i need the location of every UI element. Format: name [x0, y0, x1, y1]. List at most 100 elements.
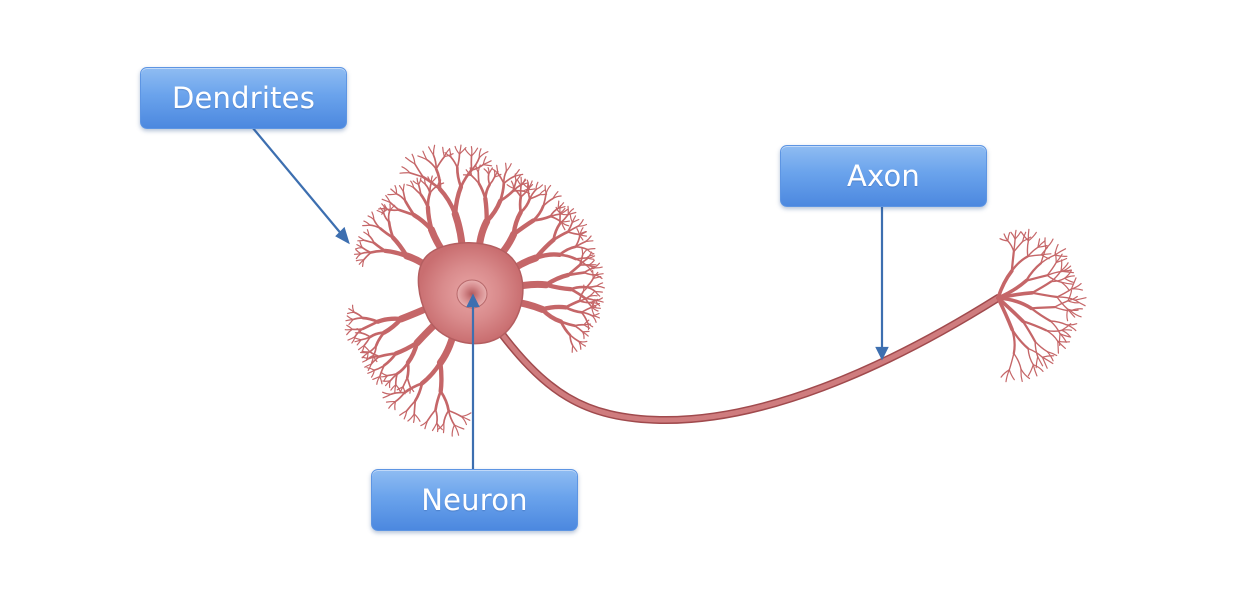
- branch-segment: [1067, 300, 1079, 304]
- branch-segment: [402, 376, 409, 388]
- branch-segment: [360, 332, 371, 338]
- branch-segment: [540, 304, 568, 312]
- branch-segment: [1007, 240, 1015, 253]
- branch-segment: [1050, 277, 1066, 283]
- branch-segment: [368, 350, 381, 358]
- branch-segment: [368, 331, 386, 339]
- branch-segment: [519, 197, 532, 214]
- branch-segment: [402, 190, 407, 203]
- branch-segment: [558, 253, 578, 261]
- branch-segment: [394, 401, 396, 411]
- branch-segment: [1013, 352, 1022, 370]
- branch-segment: [1040, 247, 1047, 264]
- branch-segment: [579, 231, 587, 237]
- branch-segment: [432, 144, 436, 156]
- branch-segment: [347, 336, 356, 341]
- branch-segment: [387, 210, 391, 223]
- branch-segment: [367, 344, 378, 354]
- branch-segment: [372, 241, 387, 253]
- branch-segment: [428, 146, 435, 156]
- branch-segment: [368, 234, 375, 244]
- branch-segment: [1061, 270, 1075, 274]
- branch-segment: [469, 167, 473, 177]
- branch-segment: [1008, 369, 1015, 381]
- branch-segment: [393, 340, 420, 356]
- branch-segment: [455, 166, 463, 189]
- branch-segment: [558, 245, 577, 257]
- branch-segment: [596, 285, 605, 289]
- branch-segment: [458, 147, 467, 155]
- branch-segment: [405, 156, 416, 165]
- branch-segment: [1057, 340, 1066, 349]
- branch-segment: [380, 372, 389, 377]
- branch-segment: [567, 211, 577, 216]
- branch-segment: [498, 189, 515, 203]
- branch-segment: [1074, 297, 1087, 301]
- branch-segment: [470, 147, 479, 157]
- branch-segment: [585, 264, 593, 273]
- branch-segment: [387, 193, 398, 196]
- branch-segment: [359, 241, 363, 249]
- branch-segment: [577, 219, 584, 227]
- branch-segment: [477, 171, 480, 185]
- branch-segment: [414, 163, 424, 178]
- branch-segment: [426, 191, 432, 209]
- branch-segment: [519, 188, 529, 198]
- branch-segment: [1034, 340, 1049, 353]
- branch-segment: [373, 218, 382, 230]
- branch-segment: [1049, 320, 1067, 326]
- branch-segment: [420, 419, 429, 427]
- branch-segment: [1027, 254, 1042, 258]
- branch-segment: [442, 409, 450, 425]
- branch-segment: [372, 375, 381, 380]
- branch-segment: [399, 410, 408, 416]
- branch-segment: [1060, 281, 1070, 291]
- branch-segment: [1025, 262, 1043, 282]
- branch-segment: [484, 198, 503, 224]
- cell-body: [417, 242, 524, 345]
- branch-segment: [585, 277, 595, 289]
- branch-segment: [404, 200, 416, 217]
- branch-segment: [1027, 246, 1039, 258]
- branch-segment: [413, 413, 421, 422]
- branch-segment: [1044, 237, 1047, 249]
- branch-segment: [426, 408, 437, 422]
- branch-segment: [505, 163, 512, 172]
- branch-segment: [520, 179, 527, 187]
- branch-segment: [578, 300, 592, 304]
- branch-segment: [419, 360, 443, 386]
- branch-segment: [436, 422, 439, 433]
- branch-segment: [594, 291, 601, 297]
- branch-segment: [448, 148, 452, 158]
- branch-segment: [358, 344, 365, 351]
- branch-segment: [516, 178, 522, 187]
- branch-segment: [1027, 364, 1034, 377]
- branch-segment: [996, 269, 1014, 300]
- branch-segment: [369, 249, 387, 254]
- branch-segment: [366, 367, 375, 371]
- branch-segment: [1060, 262, 1069, 272]
- branch-segment: [437, 187, 458, 217]
- branch-segment: [439, 389, 450, 412]
- branch-segment: [361, 316, 380, 324]
- branch-segment: [352, 317, 364, 321]
- branch-segment: [407, 413, 415, 422]
- branch-segment: [1057, 340, 1059, 354]
- branch-segment: [358, 236, 365, 241]
- branch-segment: [1031, 280, 1053, 294]
- branch-segment: [487, 173, 491, 186]
- branch-segment: [580, 306, 593, 314]
- branch-segment: [559, 320, 572, 337]
- branch-segment: [593, 266, 603, 269]
- branch-segment: [1007, 232, 1011, 242]
- branch-segment: [996, 296, 1033, 311]
- branch-segment: [351, 327, 364, 331]
- branch-segment: [364, 345, 371, 353]
- branch-segment: [405, 399, 417, 412]
- branch-segment: [1020, 368, 1031, 380]
- branch-segment: [347, 311, 355, 315]
- branch-segment: [390, 391, 406, 396]
- pointer-lines: [251, 126, 889, 469]
- neuron-label: Neuron: [371, 469, 578, 531]
